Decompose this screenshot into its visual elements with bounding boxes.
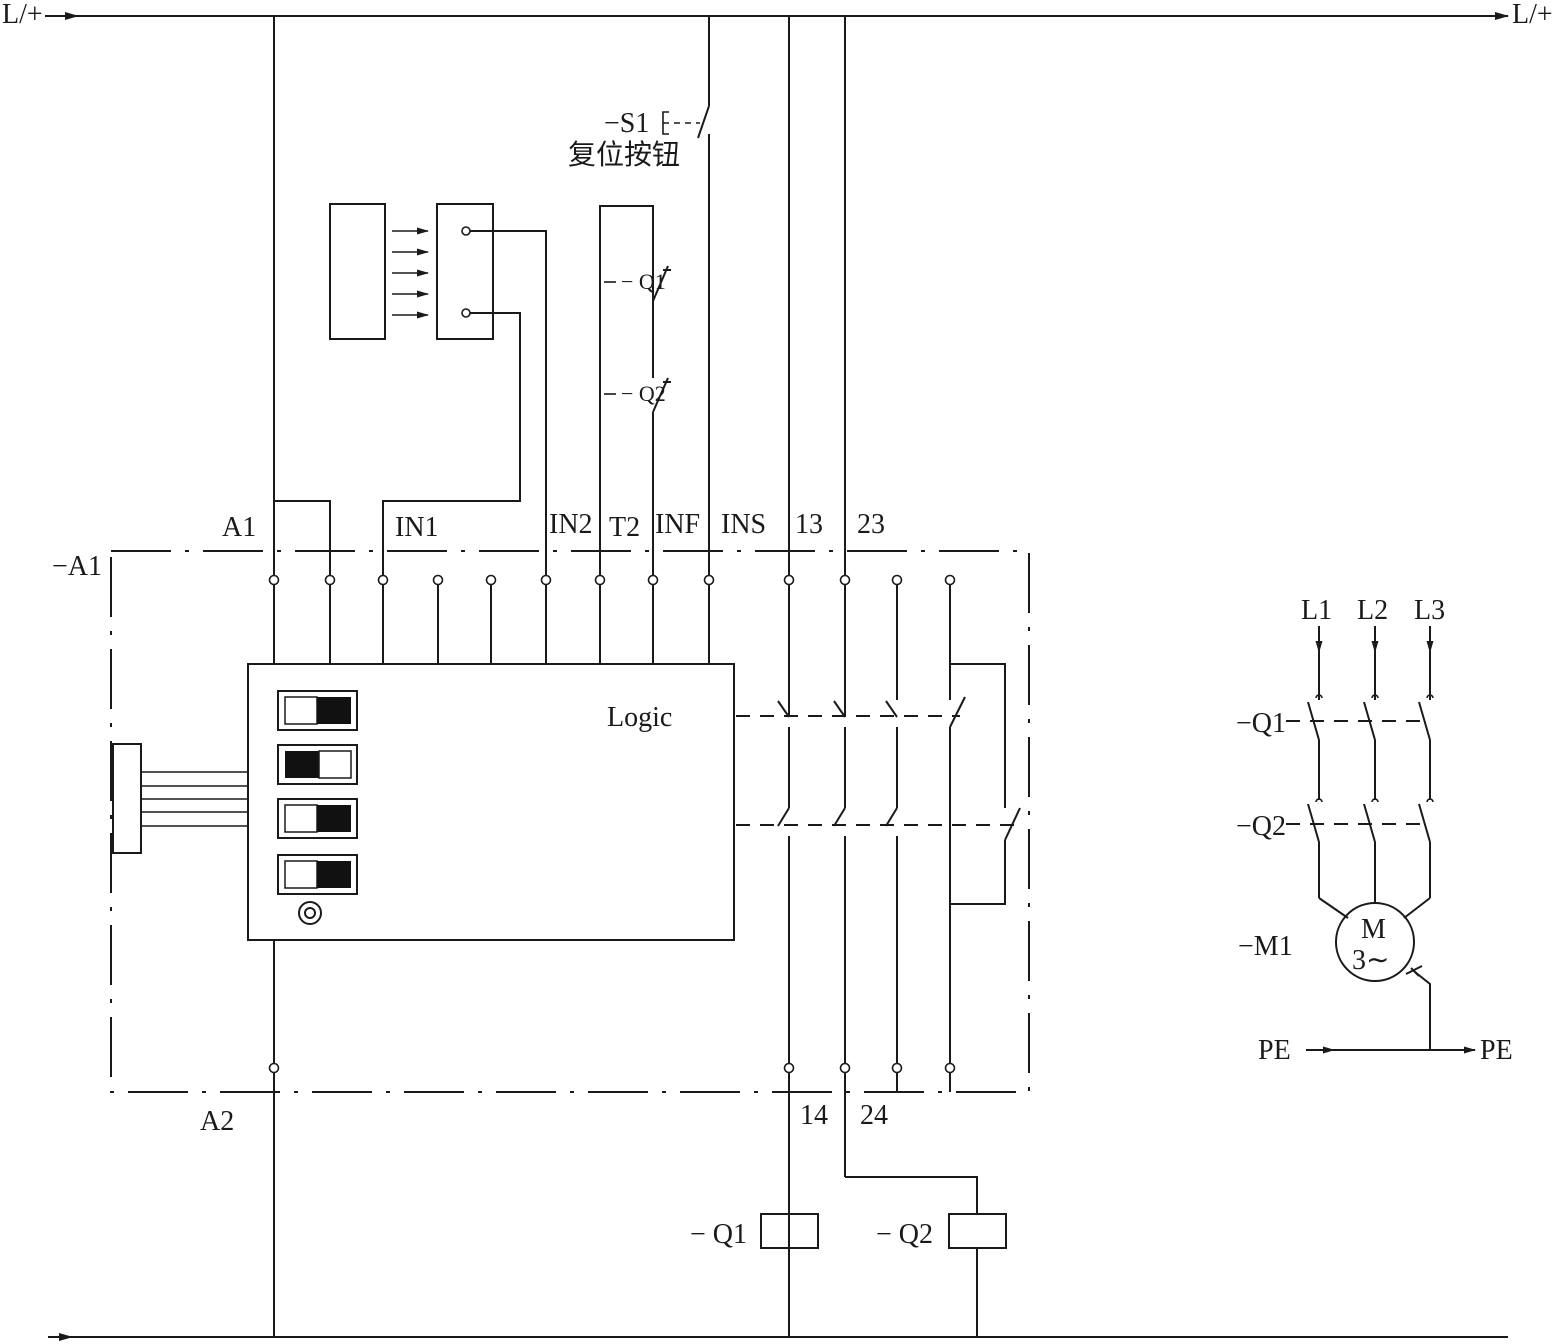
logic-block	[247, 663, 735, 941]
rail-label-top-right: L/+	[1512, 0, 1553, 30]
phase-label-l1: L1	[1301, 595, 1332, 626]
dip-switch-group	[277, 690, 358, 895]
coil-label-q1: − Q1	[690, 1219, 747, 1250]
coil-q2	[948, 1213, 1007, 1249]
safety-relay-module: −A1 A1 IN1 IN2 T2 INF INS 13 23 A2 14 24…	[52, 509, 1030, 1337]
coil-q1	[760, 1213, 819, 1249]
terminal-label-14: 14	[800, 1100, 828, 1131]
bottom-terminals	[268, 1062, 956, 1074]
terminal-label-23: 23	[857, 509, 885, 540]
contactor-label-q1: −Q1	[1236, 708, 1286, 739]
terminal-label-24: 24	[860, 1100, 888, 1131]
terminal-label-ins: INS	[721, 509, 766, 540]
feedback-contact-q1: − Q1	[621, 269, 666, 294]
motor-tag: −M1	[1238, 931, 1293, 962]
motor-power-circuit: L1 L2 L3 −Q1	[1236, 595, 1513, 1066]
logic-label: Logic	[607, 702, 672, 733]
motor-m1	[1335, 902, 1415, 982]
pe-label-right: PE	[1480, 1035, 1513, 1066]
phase-label-l3: L3	[1414, 595, 1445, 626]
terminal-label-t2: T2	[609, 512, 640, 543]
pe-label-left: PE	[1258, 1035, 1291, 1066]
terminal-label-13: 13	[795, 509, 823, 540]
contactor-label-q2: −Q2	[1236, 811, 1286, 842]
rail-label-top-left: L/+	[2, 0, 43, 30]
output-contacts	[736, 580, 1021, 1337]
phase-label-l2: L2	[1357, 595, 1388, 626]
top-terminals	[268, 574, 956, 586]
reset-button-s1: −S1 复位按钮	[568, 105, 710, 664]
feedback-contact-q2: − Q2	[621, 381, 666, 406]
light-curtain	[329, 203, 547, 664]
terminal-label-a1: A1	[222, 512, 256, 543]
top-supply-rail: L/+ L/+	[2, 0, 1553, 30]
reset-button-tag: −S1	[604, 108, 649, 139]
motor-phase: 3∼	[1352, 945, 1389, 976]
a1-jumper	[274, 500, 331, 664]
terminal-label-inf: INF	[655, 509, 700, 540]
contactor-coils: − Q1 − Q2	[690, 1176, 1007, 1337]
terminal-label-a2: A2	[200, 1106, 234, 1137]
terminal-label-in2: IN2	[549, 509, 593, 540]
rotary-selector-icon	[298, 901, 322, 925]
coil-label-q2: − Q2	[876, 1219, 933, 1250]
reset-button-label: 复位按钮	[568, 138, 680, 171]
terminal-label-in1: IN1	[395, 512, 439, 543]
supply-wires	[273, 16, 846, 1337]
feedback-loop: − Q1 − Q2	[599, 205, 671, 664]
interface-connector	[112, 743, 248, 854]
module-tag: −A1	[52, 551, 102, 582]
light-curtain-transmitter	[329, 203, 386, 340]
light-curtain-receiver	[436, 203, 494, 340]
motor-symbol: M	[1361, 914, 1386, 945]
